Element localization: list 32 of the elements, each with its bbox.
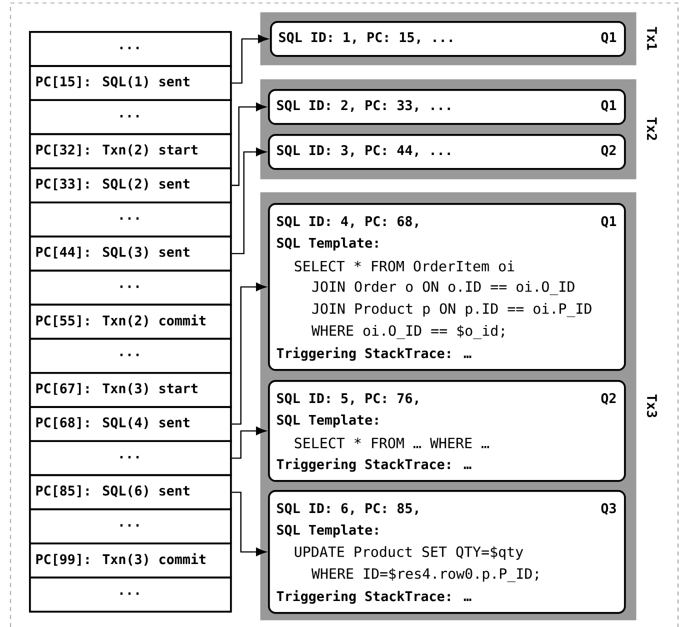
log-cell: PC[68]: SQL(4) sent [29,406,232,442]
arrow [232,148,266,254]
arrow [232,426,266,459]
query-box: SQL ID: 5, PC: 76, Q2 SQL Template: SELECT * FROM … WHERE … Triggering StackTrace: … [268,380,626,482]
log-cell: PC[44]: SQL(3) sent [29,236,232,272]
log-cell: ... [29,338,232,374]
log-cell: ... [29,31,232,67]
query-box: SQL ID: 3, PC: 44, ... Q2 [268,134,626,170]
query-box: SQL ID: 6, PC: 85, Q3 SQL Template: UPDATE Product SET QTY=$qty WHERE ID=$res4.row0.p.P_ID; Triggering StackTrace: … [268,490,626,614]
arrow [232,102,266,186]
log-cell: ... [29,576,232,613]
query-box: SQL ID: 1, PC: 15, ... Q1 [270,21,626,57]
log-cell: PC[33]: SQL(2) sent [29,167,232,204]
log-cell: PC[67]: Txn(3) start [29,372,232,408]
arrow [232,492,266,556]
query-box: SQL ID: 4, PC: 68, Q1 SQL Template: SELECT * FROM OrderItem oi JOIN Order o ON o.ID == oi.O_ID JOIN Product p ON p.ID == oi.P_ID WHERE oi.O_ID == $o_id; Triggering StackTrace: … [268,203,626,371]
transaction-label: Tx2 [647,118,657,140]
transaction-label: Tx3 [646,394,658,418]
log-cell: ... [29,440,232,476]
log-cell: PC[15]: SQL(1) sent [29,65,232,102]
log-cell: ... [29,201,232,238]
log-cell: PC[99]: Txn(3) commit [29,542,232,578]
transaction-label: Tx1 [647,27,657,50]
query-box: SQL ID: 2, PC: 33, ... Q1 [268,89,626,125]
log-cell: ... [29,270,232,306]
log-cell: ... [29,508,232,544]
log-cell: PC[85]: SQL(6) sent [29,474,232,510]
log-cell: PC[32]: Txn(2) start [29,133,232,170]
arrow [232,282,266,425]
log-cell: ... [29,99,232,136]
log-cell: PC[55]: Txn(2) commit [29,304,232,340]
arrow [232,34,268,84]
